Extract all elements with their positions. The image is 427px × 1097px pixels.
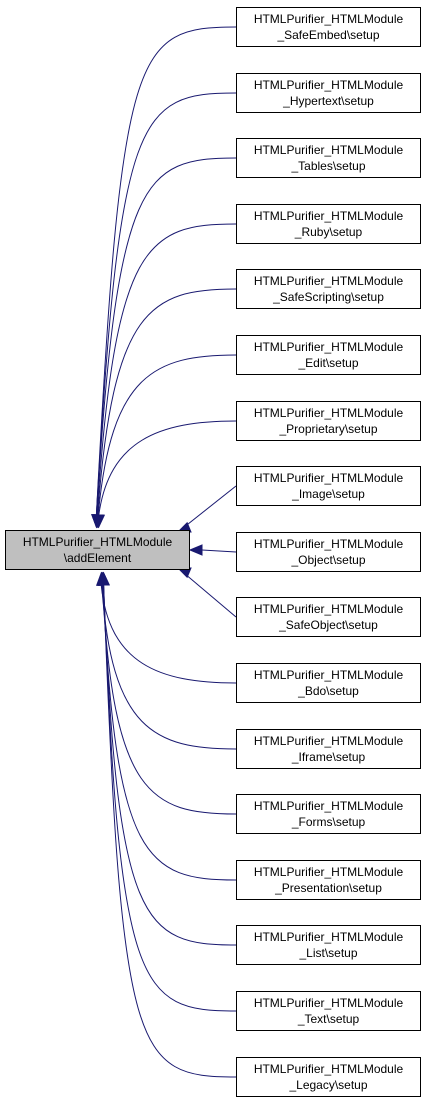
caller-node-label-line2: _Object\setup xyxy=(291,553,366,567)
caller-node[interactable]: HTMLPurifier_HTMLModule _Tables\setup xyxy=(236,138,421,178)
caller-node-label-line2: _Tables\setup xyxy=(291,159,366,173)
caller-node[interactable]: HTMLPurifier_HTMLModule _Forms\setup xyxy=(236,794,421,834)
caller-node-label-line1: HTMLPurifier_HTMLModule xyxy=(253,865,404,879)
caller-node-label-line2: _List\setup xyxy=(299,946,358,960)
call-edge xyxy=(201,549,237,553)
caller-node[interactable]: HTMLPurifier_HTMLModule _Legacy\setup xyxy=(236,1057,421,1097)
caller-node[interactable]: HTMLPurifier_HTMLModule _SafeScripting\se… xyxy=(236,269,421,309)
caller-node-label-line2: _Text\setup xyxy=(297,1012,360,1026)
caller-node[interactable]: HTMLPurifier_HTMLModule _Proprietary\setu… xyxy=(236,401,421,441)
caller-node-label-line2: _SafeScripting\setup xyxy=(273,290,384,304)
caller-node-label-line2: _Forms\setup xyxy=(291,815,366,829)
caller-node-label-line1: HTMLPurifier_HTMLModule xyxy=(253,12,404,26)
caller-node-label-line1: HTMLPurifier_HTMLModule xyxy=(253,537,404,551)
caller-node-label-line2: _Legacy\setup xyxy=(289,1078,368,1092)
caller-node-label-line1: HTMLPurifier_HTMLModule xyxy=(253,930,404,944)
target-node-label-line1: HTMLPurifier_HTMLModule xyxy=(22,535,173,549)
edge-arrowhead xyxy=(93,514,106,529)
caller-node-label-line2: _Presentation\setup xyxy=(275,881,382,895)
caller-node[interactable]: HTMLPurifier_HTMLModule _Bdo\setup xyxy=(236,663,421,703)
call-edge xyxy=(103,584,237,946)
caller-node-label-line1: HTMLPurifier_HTMLModule xyxy=(253,602,404,616)
call-edge xyxy=(95,26,237,516)
target-node-addelement[interactable]: HTMLPurifier_HTMLModule \addElement xyxy=(5,530,190,570)
caller-node[interactable]: HTMLPurifier_HTMLModule _SafeEmbed\setup xyxy=(236,7,421,47)
caller-node[interactable]: HTMLPurifier_HTMLModule _Object\setup xyxy=(236,532,421,572)
caller-node-label-line1: HTMLPurifier_HTMLModule xyxy=(253,406,404,420)
caller-node[interactable]: HTMLPurifier_HTMLModule _Edit\setup xyxy=(236,335,421,375)
edge-arrowhead xyxy=(188,544,203,556)
target-node-label-line2: \addElement xyxy=(63,551,132,565)
caller-node-label-line2: _SafeEmbed\setup xyxy=(277,28,380,42)
caller-node-label-line2: _Image\setup xyxy=(292,487,365,501)
call-edge xyxy=(96,223,237,516)
caller-node-label-line1: HTMLPurifier_HTMLModule xyxy=(253,799,404,813)
caller-node[interactable]: HTMLPurifier_HTMLModule _List\setup xyxy=(236,925,421,965)
call-edge xyxy=(103,584,237,1012)
caller-node-label-line2: _Proprietary\setup xyxy=(279,422,378,436)
caller-node-label-line1: HTMLPurifier_HTMLModule xyxy=(253,668,404,682)
call-edge xyxy=(98,420,237,516)
call-edge xyxy=(97,288,237,516)
caller-node-label-line2: _Iframe\setup xyxy=(291,750,366,764)
call-edge xyxy=(95,92,237,516)
caller-node-label-line2: _Hypertext\setup xyxy=(283,94,374,108)
caller-node-label-line1: HTMLPurifier_HTMLModule xyxy=(253,274,404,288)
caller-node-label-line1: HTMLPurifier_HTMLModule xyxy=(253,340,404,354)
caller-node-label-line2: _SafeObject\setup xyxy=(279,618,378,632)
caller-node-label-line1: HTMLPurifier_HTMLModule xyxy=(253,143,404,157)
call-edge xyxy=(100,584,237,684)
caller-node-label-line1: HTMLPurifier_HTMLModule xyxy=(253,1062,404,1076)
caller-node[interactable]: HTMLPurifier_HTMLModule _Image\setup xyxy=(236,466,421,506)
call-edge xyxy=(103,584,237,1078)
caller-node-label-line1: HTMLPurifier_HTMLModule xyxy=(253,996,404,1010)
edge-arrowhead xyxy=(98,571,110,586)
caller-node-label-line2: _Ruby\setup xyxy=(294,225,363,239)
caller-node[interactable]: HTMLPurifier_HTMLModule _Presentation\set… xyxy=(236,860,421,900)
caller-node[interactable]: HTMLPurifier_HTMLModule _Hypertext\setup xyxy=(236,73,421,113)
caller-node-label-line2: _Edit\setup xyxy=(298,356,359,370)
call-edge xyxy=(101,584,237,750)
caller-node[interactable]: HTMLPurifier_HTMLModule _Text\setup xyxy=(236,991,421,1031)
caller-node-label-line2: _Bdo\setup xyxy=(298,684,359,698)
call-edge xyxy=(102,584,237,881)
call-edge xyxy=(95,157,237,516)
caller-node[interactable]: HTMLPurifier_HTMLModule _SafeObject\setup xyxy=(236,597,421,637)
call-edge xyxy=(101,584,237,815)
caller-node[interactable]: HTMLPurifier_HTMLModule _Iframe\setup xyxy=(236,729,421,769)
caller-node-label-line1: HTMLPurifier_HTMLModule xyxy=(253,209,404,223)
call-edge xyxy=(97,354,237,516)
caller-node[interactable]: HTMLPurifier_HTMLModule _Ruby\setup xyxy=(236,204,421,244)
caller-node-label-line1: HTMLPurifier_HTMLModule xyxy=(253,78,404,92)
caller-node-label-line1: HTMLPurifier_HTMLModule xyxy=(253,471,404,485)
caller-node-label-line1: HTMLPurifier_HTMLModule xyxy=(253,734,404,748)
